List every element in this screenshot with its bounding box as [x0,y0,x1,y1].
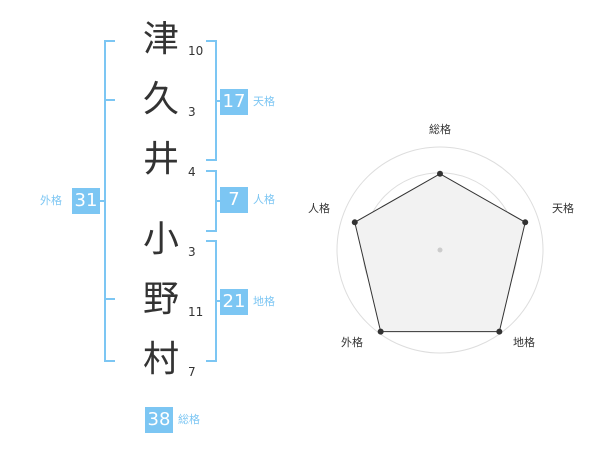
jinkaku-value-badge: 7 [220,187,248,213]
stroke-count-5: 11 [188,305,204,319]
gaikaku-bracket-tick-lower [106,298,115,300]
axis-label-jinkaku: 人格 [308,201,330,215]
axis-label-tenkaku: 天格 [552,201,574,215]
name-character-1: 津 [142,19,179,60]
soukaku-label: 総格 [178,413,200,426]
name-character-6: 村 [142,339,179,380]
gaikaku-bracket-tick-upper [106,99,115,101]
chikaku-label: 地格 [253,295,275,308]
radar-point-5 [351,219,358,226]
stroke-count-1: 10 [188,44,204,58]
radar-point-3 [496,328,503,335]
stroke-count-3: 4 [188,165,196,179]
axis-label-gaikaku: 外格 [341,335,363,349]
radar-data-polygon [354,173,526,333]
axis-label-chikaku: 地格 [513,335,535,349]
radar-data-points [351,170,529,335]
tenkaku-value-badge: 17 [220,89,248,115]
gaikaku-value-badge: 31 [72,188,100,214]
stroke-count-4: 3 [188,245,196,259]
stroke-count-6: 7 [188,365,196,379]
tenkaku-label: 天格 [253,95,275,108]
radar-center-dot [437,247,443,253]
soukaku-value-badge: 38 [145,407,173,433]
axis-label-soukaku: 総格 [429,122,451,136]
name-character-5: 野 [142,279,179,320]
radar-point-4 [377,328,384,335]
name-character-2: 久 [142,79,179,120]
gaikaku-bracket [98,40,115,362]
chikaku-value-badge: 21 [220,289,248,315]
name-character-3: 井 [142,139,179,180]
stroke-count-2: 3 [188,105,196,119]
jinkaku-label: 人格 [253,193,275,206]
radar-point-2 [522,219,529,226]
radar-grid-ring-4 [336,146,544,354]
gaikaku-label: 外格 [40,194,62,207]
name-character-4: 小 [142,219,179,260]
radar-point-1 [437,170,443,177]
